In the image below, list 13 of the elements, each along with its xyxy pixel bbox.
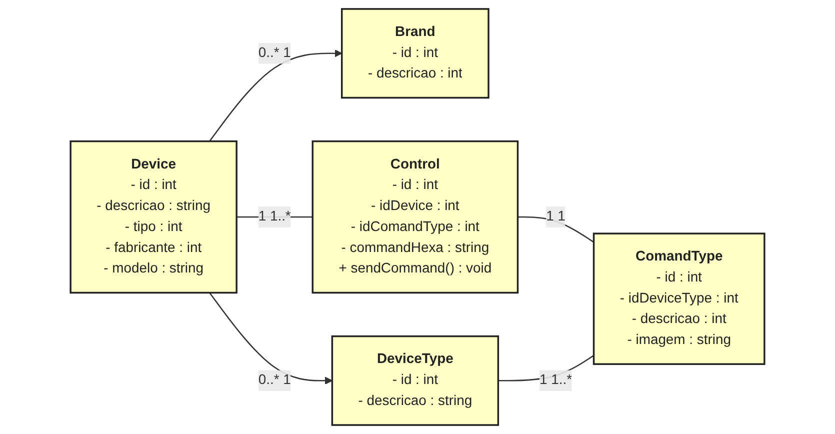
node-box: ComandType - id : int - idDeviceType : int - descricao : int - imagem : string: [592, 232, 766, 365]
arrow: [209, 50, 342, 142]
node-box: Control - id : int - idDevice : int - idComandType : int - commandHexa : string + sendCommand() : void: [312, 140, 519, 294]
edge-label: 0..* 1: [258, 46, 291, 60]
edge-label: 1 1: [546, 209, 566, 224]
edge-label: 1 1..*: [258, 209, 291, 224]
arrow: [209, 292, 333, 384]
node-box: Brand - id : int - descricao : int: [340, 8, 490, 99]
node-box: DeviceType - id : int - descricao : string: [331, 335, 500, 426]
edge-label: 0..* 1: [258, 372, 291, 388]
node-box: Device - id : int - descricao : string - tipo : int - fabricante : int - modelo : string: [70, 140, 238, 294]
edge-label: 1 1..*: [539, 372, 572, 388]
connector: [518, 216, 594, 243]
